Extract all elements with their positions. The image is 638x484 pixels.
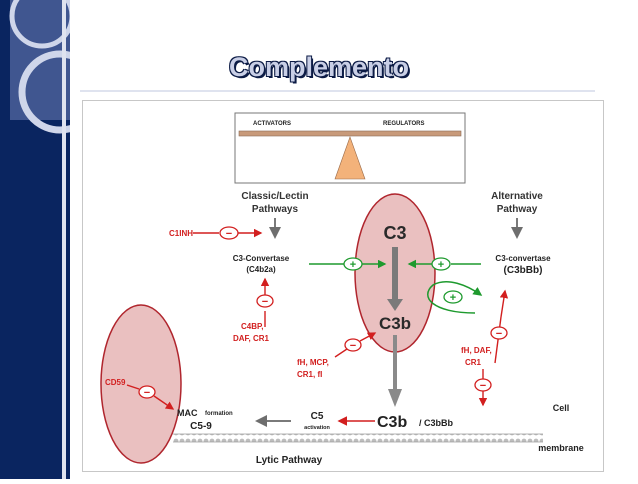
fh-daf-label-line1: fH, DAF, [461,346,492,355]
c5-activation-label: activation [304,425,330,431]
fh-mcp-minus-sign [344,338,362,352]
alternative-pathway-label-line2: Pathway [497,204,538,215]
cd59-highlight-ellipse [100,304,182,464]
fh-daf-minus-sign-upper [490,326,508,340]
c3b-down-arrow [388,335,402,407]
loop-plus-sign [443,290,463,304]
fh-mcp-label-line2: CR1, fI [297,370,322,379]
c3-label: C3 [383,223,406,243]
c3-convertase-classic-line1: C3-Convertase [233,254,290,263]
c3b-label: C3b [379,314,411,333]
c3-convertase-alt-line2: (C3bBb) [504,265,543,276]
cd59-label: CD59 [105,378,126,387]
balance-fulcrum [334,136,366,180]
fh-mcp-label-line1: fH, MCP, [297,358,329,367]
c3b-bottom-label: C3b [377,414,407,431]
cell-membrane [173,434,543,442]
c3-convertase-classic-line2: (C4b2a) [246,265,276,274]
lytic-pathway-label: Lytic Pathway [256,455,323,466]
fh-mcp-minus-text: − [350,340,356,352]
c3-down-arrow [387,247,403,311]
fh-daf-up-arrow [499,289,509,318]
fh-daf-up-line [494,316,502,364]
balance-scale: ACTIVATORS REGULATORS [234,112,466,184]
alternative-pathway-label-line1: Alternative [491,191,543,202]
cd59-line [126,384,140,390]
balance-beam [238,130,462,137]
cd59-arrow [153,395,175,410]
complement-diagram: ACTIVATORS REGULATORS Classic/Lectin Pat… [100,112,584,466]
fh-daf-minus-text-lower: − [480,380,486,392]
classic-pathway-label-line2: Pathways [252,204,299,215]
cell-membrane-label-line1: Cell [553,403,570,413]
c5-label: C5 [311,411,324,422]
regulators-label: REGULATORS [383,121,424,127]
c4bp-minus-text: − [262,296,268,308]
fh-daf-minus-text-upper: − [496,328,502,340]
loop-plus-text: + [450,292,456,304]
c3-convertase-alt-line1: C3-convertase [495,254,551,263]
c5-9-label: C5-9 [190,421,212,432]
slide-title: Complemento [228,52,409,82]
cd59-minus-sign [138,385,156,399]
cell-membrane-label-line2: membrane [538,443,584,453]
decor-rings [0,0,102,479]
mac-label: MAC [177,408,198,418]
c3bbb-bottom-label: / C3bBb [419,418,454,428]
classic-pathway-label-line1: Classic/Lectin [241,191,308,202]
complement-diagram-frame: ACTIVATORS REGULATORS Classic/Lectin Pat… [82,100,604,472]
classic-plus-text: + [350,259,356,271]
activators-label: ACTIVATORS [253,121,291,127]
mac-formation-label: formation [205,411,233,417]
amplification-loop [427,281,483,314]
fh-mcp-arrow [359,332,377,342]
cd59-minus-text: − [144,387,150,399]
fh-mcp-line [334,348,348,358]
c1inh-minus-text: − [226,228,232,240]
fh-daf-label-line2: CR1 [465,358,482,367]
c4bp-label-line1: C4BP, [241,322,264,331]
left-decor-band [0,0,102,479]
title-rule [80,90,595,92]
c4bp-label-line2: DAF, CR1 [233,334,270,343]
alt-plus-text: + [438,259,444,271]
c1inh-label: C1INH [169,229,193,238]
